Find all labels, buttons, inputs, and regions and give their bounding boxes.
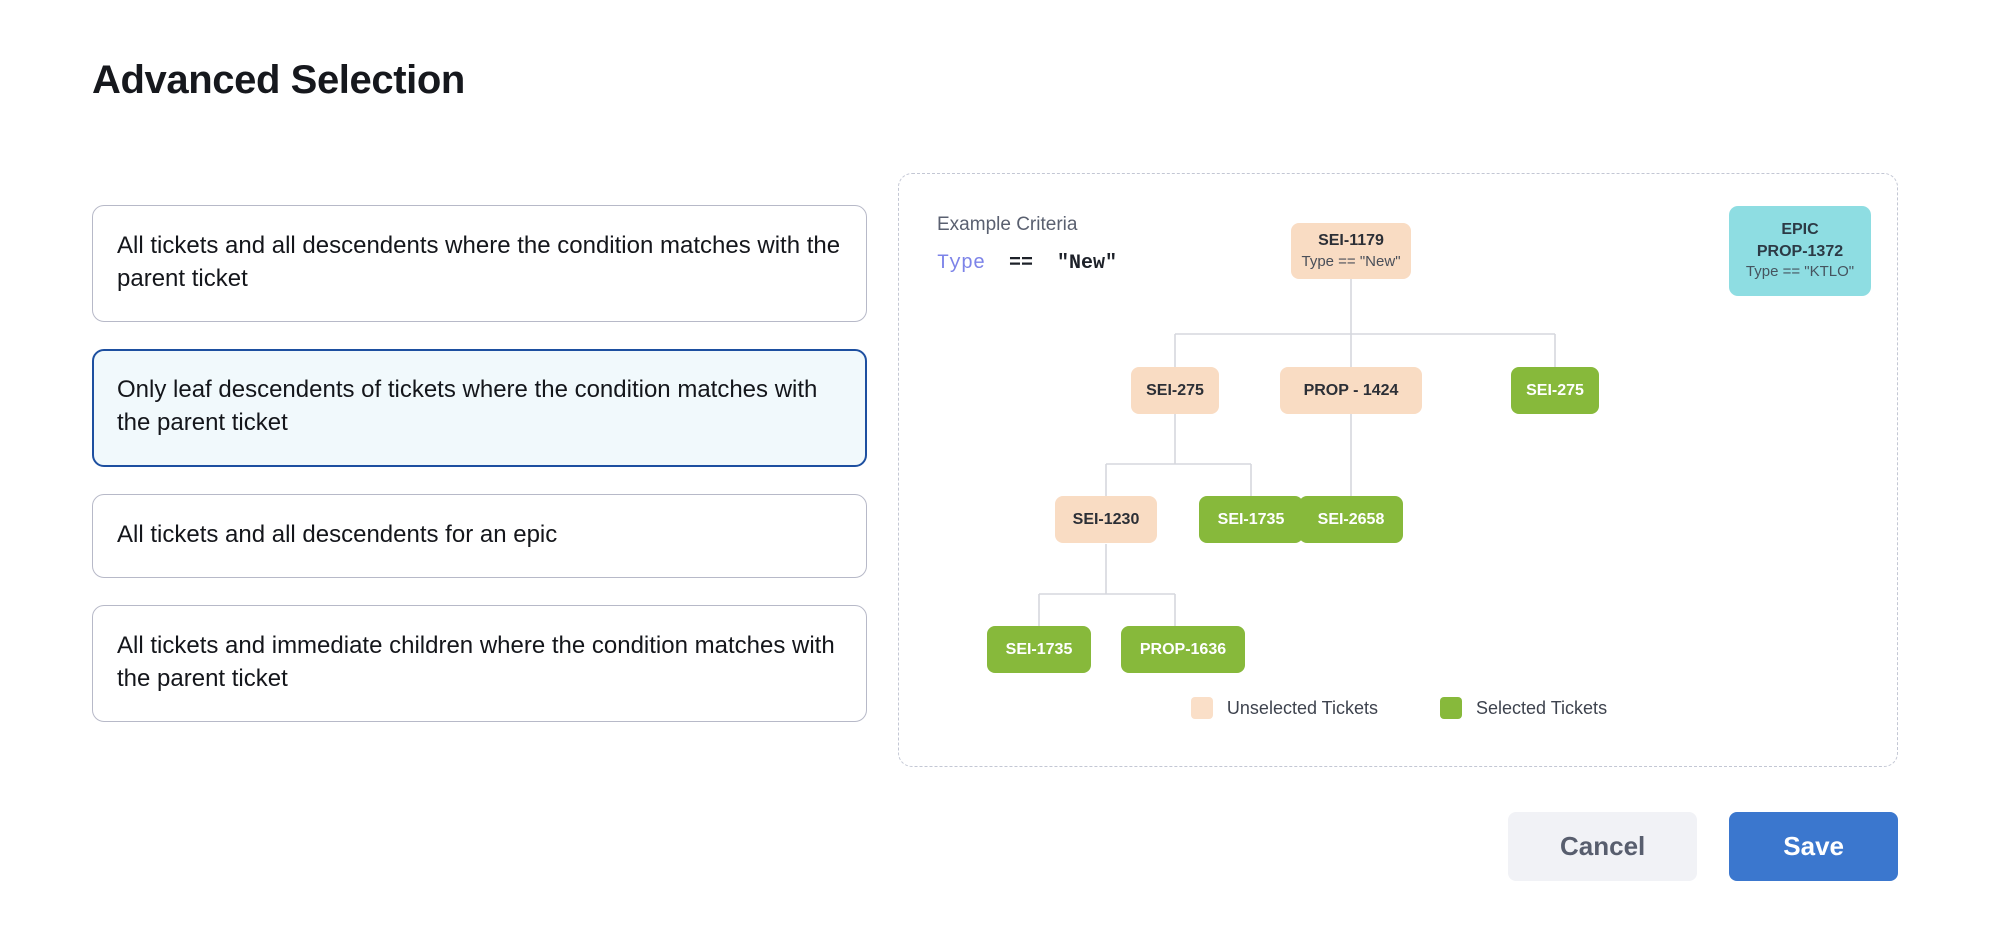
example-diagram-panel: Example Criteria Type == "New": [898, 173, 1898, 767]
legend-item-unselected: Unselected Tickets: [1190, 697, 1378, 719]
dialog-footer: Cancel Save: [1508, 812, 1898, 881]
criteria-label: Example Criteria: [937, 214, 1078, 235]
option-card-immediate-children-condition[interactable]: All tickets and immediate children where…: [92, 605, 867, 723]
node-label: PROP-1372: [1756, 242, 1844, 260]
option-label: All tickets and all descendents where th…: [117, 232, 841, 292]
diagram-legend: Unselected Tickets Selected Tickets: [899, 697, 1899, 719]
node-label: SEI-2658: [1317, 510, 1385, 528]
node-label: SEI-1179: [1318, 232, 1384, 250]
option-card-all-descendents-condition[interactable]: All tickets and all descendents where th…: [92, 205, 867, 323]
page-title: Advanced Selection: [92, 58, 465, 102]
node-label: PROP - 1424: [1303, 381, 1399, 399]
option-label: Only leaf descendents of tickets where t…: [117, 376, 818, 436]
node-sublabel: Type == "KTLO": [1745, 263, 1855, 281]
option-label: All tickets and all descendents for an e…: [117, 520, 558, 548]
tree-node-r2c1[interactable]: SEI-275: [1131, 367, 1219, 414]
node-kind: EPIC: [1781, 221, 1819, 239]
criteria-rest: == "New": [985, 252, 1118, 275]
legend-swatch-unselected-icon: [1190, 697, 1213, 719]
node-label: SEI-1735: [1005, 640, 1073, 658]
node-label: PROP-1636: [1139, 640, 1227, 658]
option-card-leaf-descendents-condition[interactable]: Only leaf descendents of tickets where t…: [92, 349, 867, 467]
tree-node-r4c1[interactable]: SEI-1735: [987, 626, 1091, 673]
tree-node-r3c1[interactable]: SEI-1230: [1055, 496, 1157, 543]
tree-node-epic[interactable]: EPIC PROP-1372 Type == "KTLO": [1729, 206, 1871, 296]
tree-node-r3c3[interactable]: SEI-2658: [1299, 496, 1403, 543]
tree-node-root[interactable]: SEI-1179 Type == "New": [1291, 223, 1411, 279]
node-label: SEI-1735: [1217, 510, 1285, 528]
tree-node-r2c2[interactable]: PROP - 1424: [1280, 367, 1422, 414]
option-card-all-descendents-epic[interactable]: All tickets and all descendents for an e…: [92, 493, 867, 579]
node-label: SEI-275: [1526, 381, 1584, 399]
node-label: SEI-1230: [1072, 510, 1140, 528]
node-sublabel: Type == "New": [1301, 252, 1401, 270]
legend-label: Selected Tickets: [1476, 697, 1608, 718]
option-label: All tickets and immediate children where…: [117, 632, 835, 692]
tree-node-r4c2[interactable]: PROP-1636: [1121, 626, 1245, 673]
tree-node-r2c3[interactable]: SEI-275: [1511, 367, 1599, 414]
cancel-button[interactable]: Cancel: [1508, 812, 1698, 881]
selection-options-list: All tickets and all descendents where th…: [92, 205, 867, 723]
criteria-keyword: Type: [937, 252, 986, 275]
save-button[interactable]: Save: [1729, 812, 1898, 881]
legend-item-selected: Selected Tickets: [1440, 697, 1607, 719]
node-label: SEI-275: [1146, 381, 1204, 399]
legend-swatch-selected-icon: [1440, 697, 1462, 719]
criteria-expression: Type == "New": [937, 252, 1117, 275]
tree-node-r3c2[interactable]: SEI-1735: [1199, 496, 1303, 543]
legend-label: Unselected Tickets: [1226, 697, 1378, 718]
